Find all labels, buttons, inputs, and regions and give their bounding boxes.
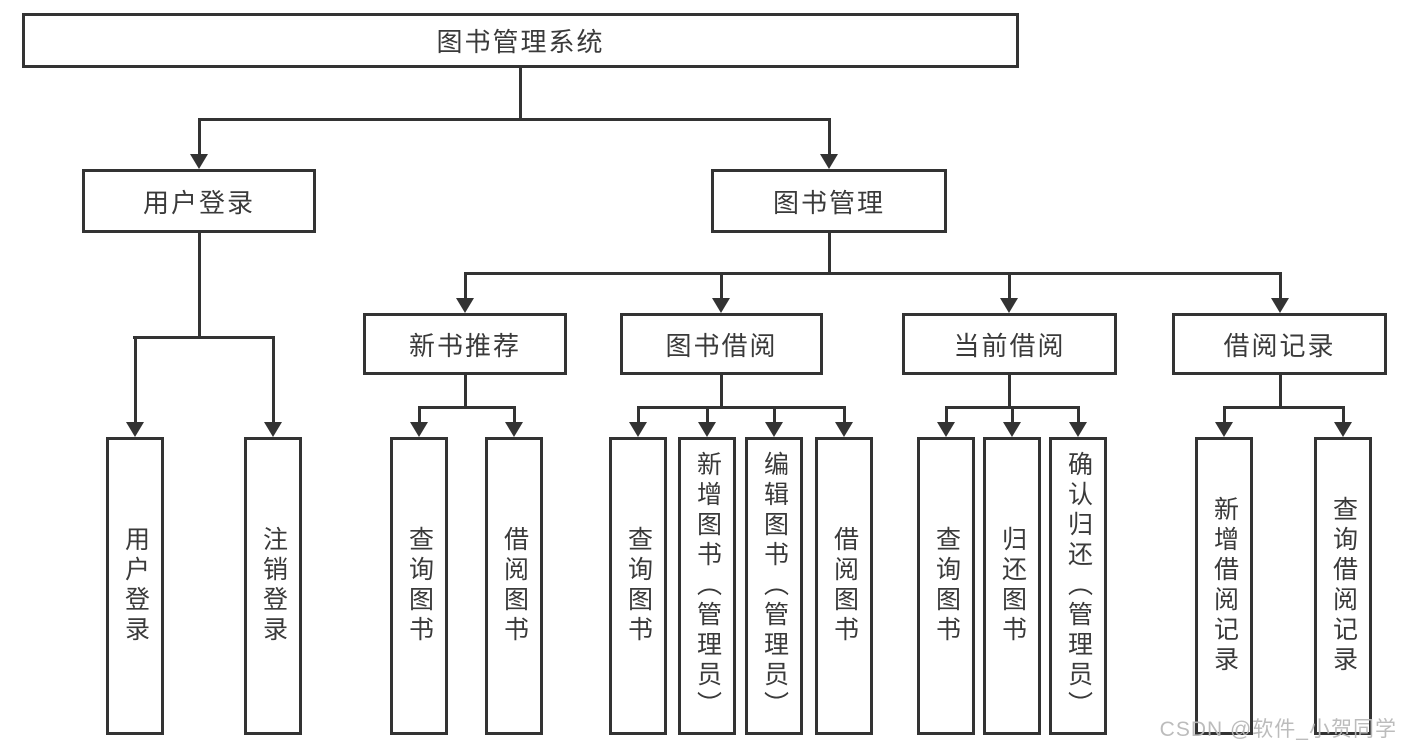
connector-borrow-bus [637,406,845,409]
arrowhead-down-icon [937,422,955,437]
connector-newbook-bus [418,406,516,409]
leaf-newbook-query: 查询图书 [390,437,448,735]
leaf-current-return: 归还图书 [983,437,1041,735]
connector-line [773,406,776,424]
connector-line [1011,406,1014,424]
leaf-borrow-add-admin: 新增图书（管理员） [678,437,736,735]
arrowhead-down-icon [1003,422,1021,437]
arrowhead-down-icon [712,298,730,313]
node-new-book-recommend-label: 新书推荐 [408,330,521,361]
node-root-label: 图书管理系统 [436,27,605,57]
node-current-borrow: 当前借阅 [902,313,1117,375]
node-book-borrow-label: 图书借阅 [665,330,778,361]
node-book-management-label: 图书管理 [772,187,885,218]
arrowhead-down-icon [1334,422,1352,437]
leaf-current-query: 查询图书 [917,437,975,735]
connector-line [198,233,201,339]
connector-line [843,406,846,424]
connector-line [945,406,948,424]
connector-line [418,406,421,424]
leaf-borrow-query-label: 查询图书 [624,526,653,646]
arrowhead-down-icon [820,154,838,169]
leaf-borrow-edit-admin: 编辑图书（管理员） [745,437,803,735]
connector-user-login-bus [133,336,275,339]
connector-line [720,272,723,300]
node-root: 图书管理系统 [22,13,1019,68]
arrowhead-down-icon [264,422,282,437]
leaf-newbook-borrow-label: 借阅图书 [500,526,529,646]
leaf-borrow-book-label: 借阅图书 [830,526,859,646]
node-user-login: 用户登录 [82,169,316,233]
connector-line [1077,406,1080,424]
arrowhead-down-icon [190,154,208,169]
arrowhead-down-icon [126,422,144,437]
arrowhead-down-icon [410,422,428,437]
connector-line [706,406,709,424]
connector-line [1342,406,1345,424]
leaf-borrow-edit-admin-label: 编辑图书（管理员） [760,451,789,721]
leaf-record-add: 新增借阅记录 [1195,437,1253,735]
leaf-record-add-label: 新增借阅记录 [1210,496,1239,676]
connector-line [720,375,723,408]
connector-level2-bus [198,118,831,121]
arrowhead-down-icon [456,298,474,313]
connector-line [828,118,831,156]
connector-root-stem [519,68,522,118]
arrowhead-down-icon [835,422,853,437]
node-borrow-record-label: 借阅记录 [1223,330,1336,361]
leaf-current-return-label: 归还图书 [998,526,1027,646]
leaf-record-query: 查询借阅记录 [1314,437,1372,735]
connector-line [1223,406,1226,424]
leaf-current-confirm-admin: 确认归还（管理员） [1049,437,1107,735]
leaf-newbook-borrow: 借阅图书 [485,437,543,735]
arrowhead-down-icon [698,422,716,437]
connector-line [464,375,467,408]
watermark: CSDN @软件_小贺同学 [1159,718,1397,741]
node-book-management: 图书管理 [711,169,947,233]
arrowhead-down-icon [1069,422,1087,437]
connector-line [513,406,516,424]
leaf-current-confirm-admin-label: 确认归还（管理员） [1064,451,1093,721]
leaf-logout: 注销登录 [244,437,302,735]
node-book-borrow: 图书借阅 [620,313,823,375]
arrowhead-down-icon [629,422,647,437]
node-current-borrow-label: 当前借阅 [953,330,1066,361]
arrowhead-down-icon [1215,422,1233,437]
connector-line [828,233,831,275]
leaf-borrow-query: 查询图书 [609,437,667,735]
node-borrow-record: 借阅记录 [1172,313,1387,375]
leaf-current-query-label: 查询图书 [932,526,961,646]
arrowhead-down-icon [505,422,523,437]
connector-level3-bus [464,272,1282,275]
leaf-logout-label: 注销登录 [259,526,288,646]
leaf-borrow-add-admin-label: 新增图书（管理员） [693,451,722,721]
node-new-book-recommend: 新书推荐 [363,313,567,375]
leaf-borrow-book: 借阅图书 [815,437,873,735]
arrowhead-down-icon [1271,298,1289,313]
connector-line [464,272,467,300]
leaf-user-login-label: 用户登录 [121,526,150,646]
leaf-record-query-label: 查询借阅记录 [1329,496,1358,676]
connector-line [1279,272,1282,300]
connector-line [272,336,275,424]
arrowhead-down-icon [1000,298,1018,313]
connector-line [1279,375,1282,408]
connector-line [1008,375,1011,408]
arrowhead-down-icon [765,422,783,437]
connector-line [198,118,201,156]
connector-line [1008,272,1011,300]
connector-line [134,336,137,424]
connector-record-bus [1223,406,1344,409]
connector-line [637,406,640,424]
leaf-user-login: 用户登录 [106,437,164,735]
leaf-newbook-query-label: 查询图书 [405,526,434,646]
node-user-login-label: 用户登录 [142,187,255,218]
